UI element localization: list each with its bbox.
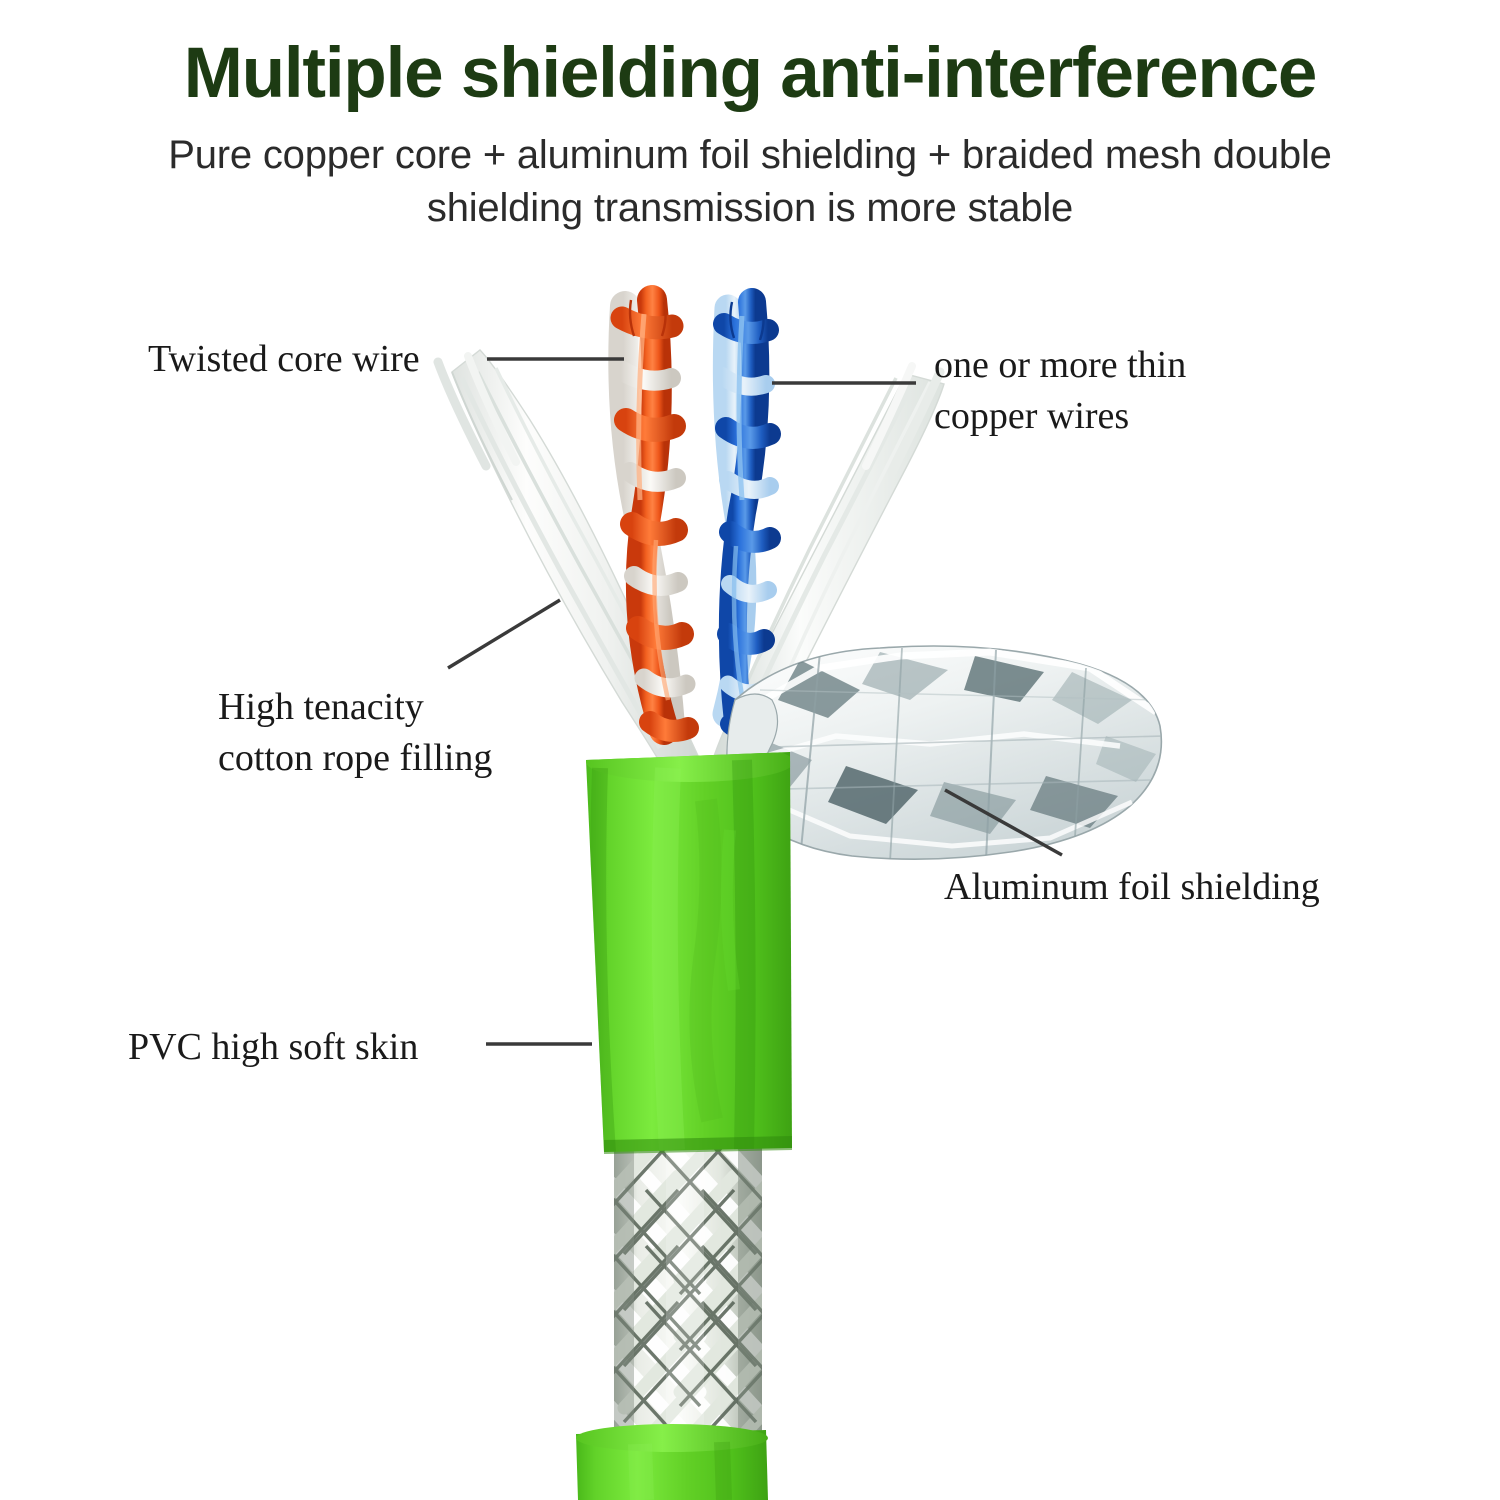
aluminum-foil-shielding <box>726 645 1163 860</box>
twisted-pair-orange <box>608 285 699 745</box>
callout-aluminum-foil-shielding: Aluminum foil shielding <box>944 866 1320 908</box>
header-block: Multiple shielding anti-interference Pur… <box>0 0 1500 235</box>
page-title: Multiple shielding anti-interference <box>183 34 1318 113</box>
callout-thin-copper-wires: one or more thin copper wires <box>934 344 1187 437</box>
callout-pvc-high-soft-skin: PVC high soft skin <box>128 1026 419 1068</box>
callout-twisted-core-wire: Twisted core wire <box>148 338 420 380</box>
pvc-outer-jacket <box>586 752 792 1154</box>
twisted-pair-blue <box>712 288 781 742</box>
callout-cotton-rope-filling: High tenacity cotton rope filling <box>218 686 493 779</box>
page-subtitle: Pure copper core + aluminum foil shieldi… <box>168 133 1332 230</box>
braided-mesh-shield <box>614 1140 762 1440</box>
pvc-jacket-lower <box>576 1424 768 1500</box>
